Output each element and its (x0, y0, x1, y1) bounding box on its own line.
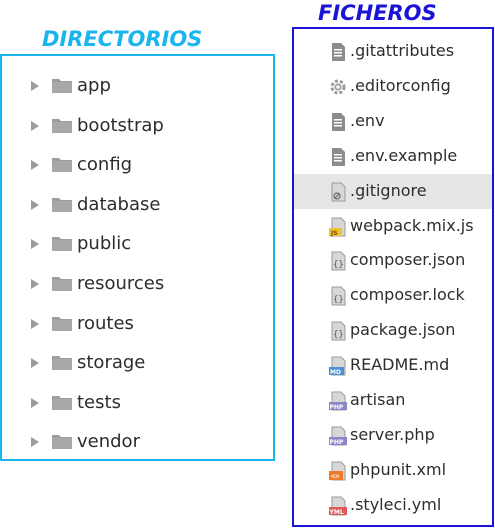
folder-icon (51, 196, 73, 213)
file-item[interactable]: .env.example (294, 139, 492, 174)
file-label: .env.example (350, 145, 458, 165)
expand-arrow-icon[interactable] (31, 397, 39, 408)
folder-icon (51, 433, 73, 450)
expand-arrow-icon[interactable] (31, 81, 39, 91)
expand-arrow-icon[interactable] (31, 437, 39, 448)
file-item[interactable]: .gitattributes (294, 34, 492, 69)
expand-arrow-icon[interactable] (31, 120, 39, 131)
directory-label: config (77, 154, 133, 176)
json-file-icon: {} (328, 251, 348, 271)
js-file-icon: JS (328, 217, 348, 237)
php-file-icon: PHP (328, 391, 348, 411)
folder-icon (51, 117, 73, 134)
file-label: .styleci.yml (350, 494, 442, 514)
expand-arrow-icon[interactable] (31, 160, 39, 171)
directory-item-bootstrap[interactable]: bootstrap (2, 109, 273, 143)
file-item[interactable]: {} composer.lock (294, 278, 492, 313)
file-item[interactable]: <> phpunit.xml (294, 453, 492, 488)
expand-arrow-icon[interactable] (31, 239, 39, 250)
file-label: package.json (350, 320, 456, 340)
svg-text:MD: MD (330, 369, 341, 376)
text-file-icon (328, 112, 348, 132)
file-item[interactable]: .env (294, 104, 492, 139)
file-label: README.md (350, 355, 450, 375)
svg-text:YML: YML (329, 509, 344, 516)
yml-file-icon: YML (328, 496, 348, 516)
directory-label: database (77, 193, 161, 215)
directories-panel: app bootstrap config database public resource… (0, 54, 275, 461)
file-item[interactable]: {} package.json (294, 313, 492, 348)
directory-item-resources[interactable]: resources (2, 267, 273, 301)
svg-text:PHP: PHP (330, 439, 344, 446)
expand-arrow-icon[interactable] (31, 199, 39, 210)
svg-text:PHP: PHP (330, 404, 344, 411)
files-panel: .gitattributes .editorconfig .env .env.exam… (292, 27, 494, 527)
directory-item-app[interactable]: app (2, 69, 273, 103)
svg-text:{}: {} (333, 260, 344, 270)
expand-arrow-icon[interactable] (31, 279, 39, 289)
file-item[interactable]: PHP artisan (294, 383, 492, 418)
files-title: FICHEROS (318, 1, 437, 25)
directory-item-storage[interactable]: storage (2, 346, 273, 380)
file-item[interactable]: YML .styleci.yml (294, 488, 492, 523)
svg-text:{}: {} (333, 330, 344, 340)
folder-icon (51, 156, 73, 173)
directory-item-vendor[interactable]: vendor (2, 425, 273, 459)
directories-title: DIRECTORIOS (42, 27, 203, 51)
file-label: server.php (350, 424, 435, 444)
svg-text:<>: <> (331, 472, 339, 480)
php-file-icon: PHP (328, 426, 348, 446)
file-label: composer.json (350, 250, 466, 270)
file-item[interactable]: {} composer.json (294, 243, 492, 278)
gear-icon (328, 77, 348, 97)
file-label: phpunit.xml (350, 459, 447, 479)
folder-icon (51, 315, 73, 332)
svg-text:{}: {} (333, 295, 344, 305)
expand-arrow-icon[interactable] (31, 318, 39, 329)
folder-icon (51, 354, 73, 371)
file-item[interactable]: .gitignore (294, 173, 492, 209)
directory-label: resources (77, 273, 165, 294)
directory-item-public[interactable]: public (2, 227, 273, 261)
text-file-icon (328, 147, 348, 167)
directory-item-tests[interactable]: tests (2, 386, 273, 420)
directory-item-database[interactable]: database (2, 188, 273, 222)
directory-label: tests (77, 391, 121, 413)
file-label: .editorconfig (350, 75, 451, 95)
json-file-icon: {} (328, 286, 348, 306)
json-file-icon: {} (328, 321, 348, 341)
file-item[interactable]: JS webpack.mix.js (294, 209, 492, 244)
svg-text:JS: JS (330, 230, 338, 237)
gitignore-file-icon (328, 182, 348, 202)
file-label: webpack.mix.js (350, 215, 474, 235)
file-label: .gitattributes (350, 41, 455, 60)
folder-icon (51, 77, 73, 94)
folder-icon (51, 394, 73, 411)
file-item[interactable]: PHP server.php (294, 418, 492, 453)
directory-label: bootstrap (77, 114, 164, 136)
xml-file-icon: <> (328, 461, 348, 481)
directory-label: app (77, 75, 111, 96)
expand-arrow-icon[interactable] (31, 358, 39, 369)
folder-icon (51, 235, 73, 252)
file-item[interactable]: MD README.md (294, 348, 492, 383)
file-label: artisan (350, 390, 406, 409)
file-item[interactable]: .editorconfig (294, 69, 492, 104)
file-label: .env (350, 110, 385, 130)
directory-item-config[interactable]: config (2, 148, 273, 182)
file-label: composer.lock (350, 285, 465, 305)
directory-label: storage (77, 352, 146, 374)
directory-label: vendor (77, 431, 140, 453)
directory-label: public (77, 233, 132, 255)
directory-label: routes (77, 312, 134, 334)
md-file-icon: MD (328, 356, 348, 376)
text-file-icon (328, 42, 348, 62)
directory-item-routes[interactable]: routes (2, 307, 273, 341)
folder-icon (51, 275, 73, 292)
file-label: .gitignore (350, 180, 427, 200)
